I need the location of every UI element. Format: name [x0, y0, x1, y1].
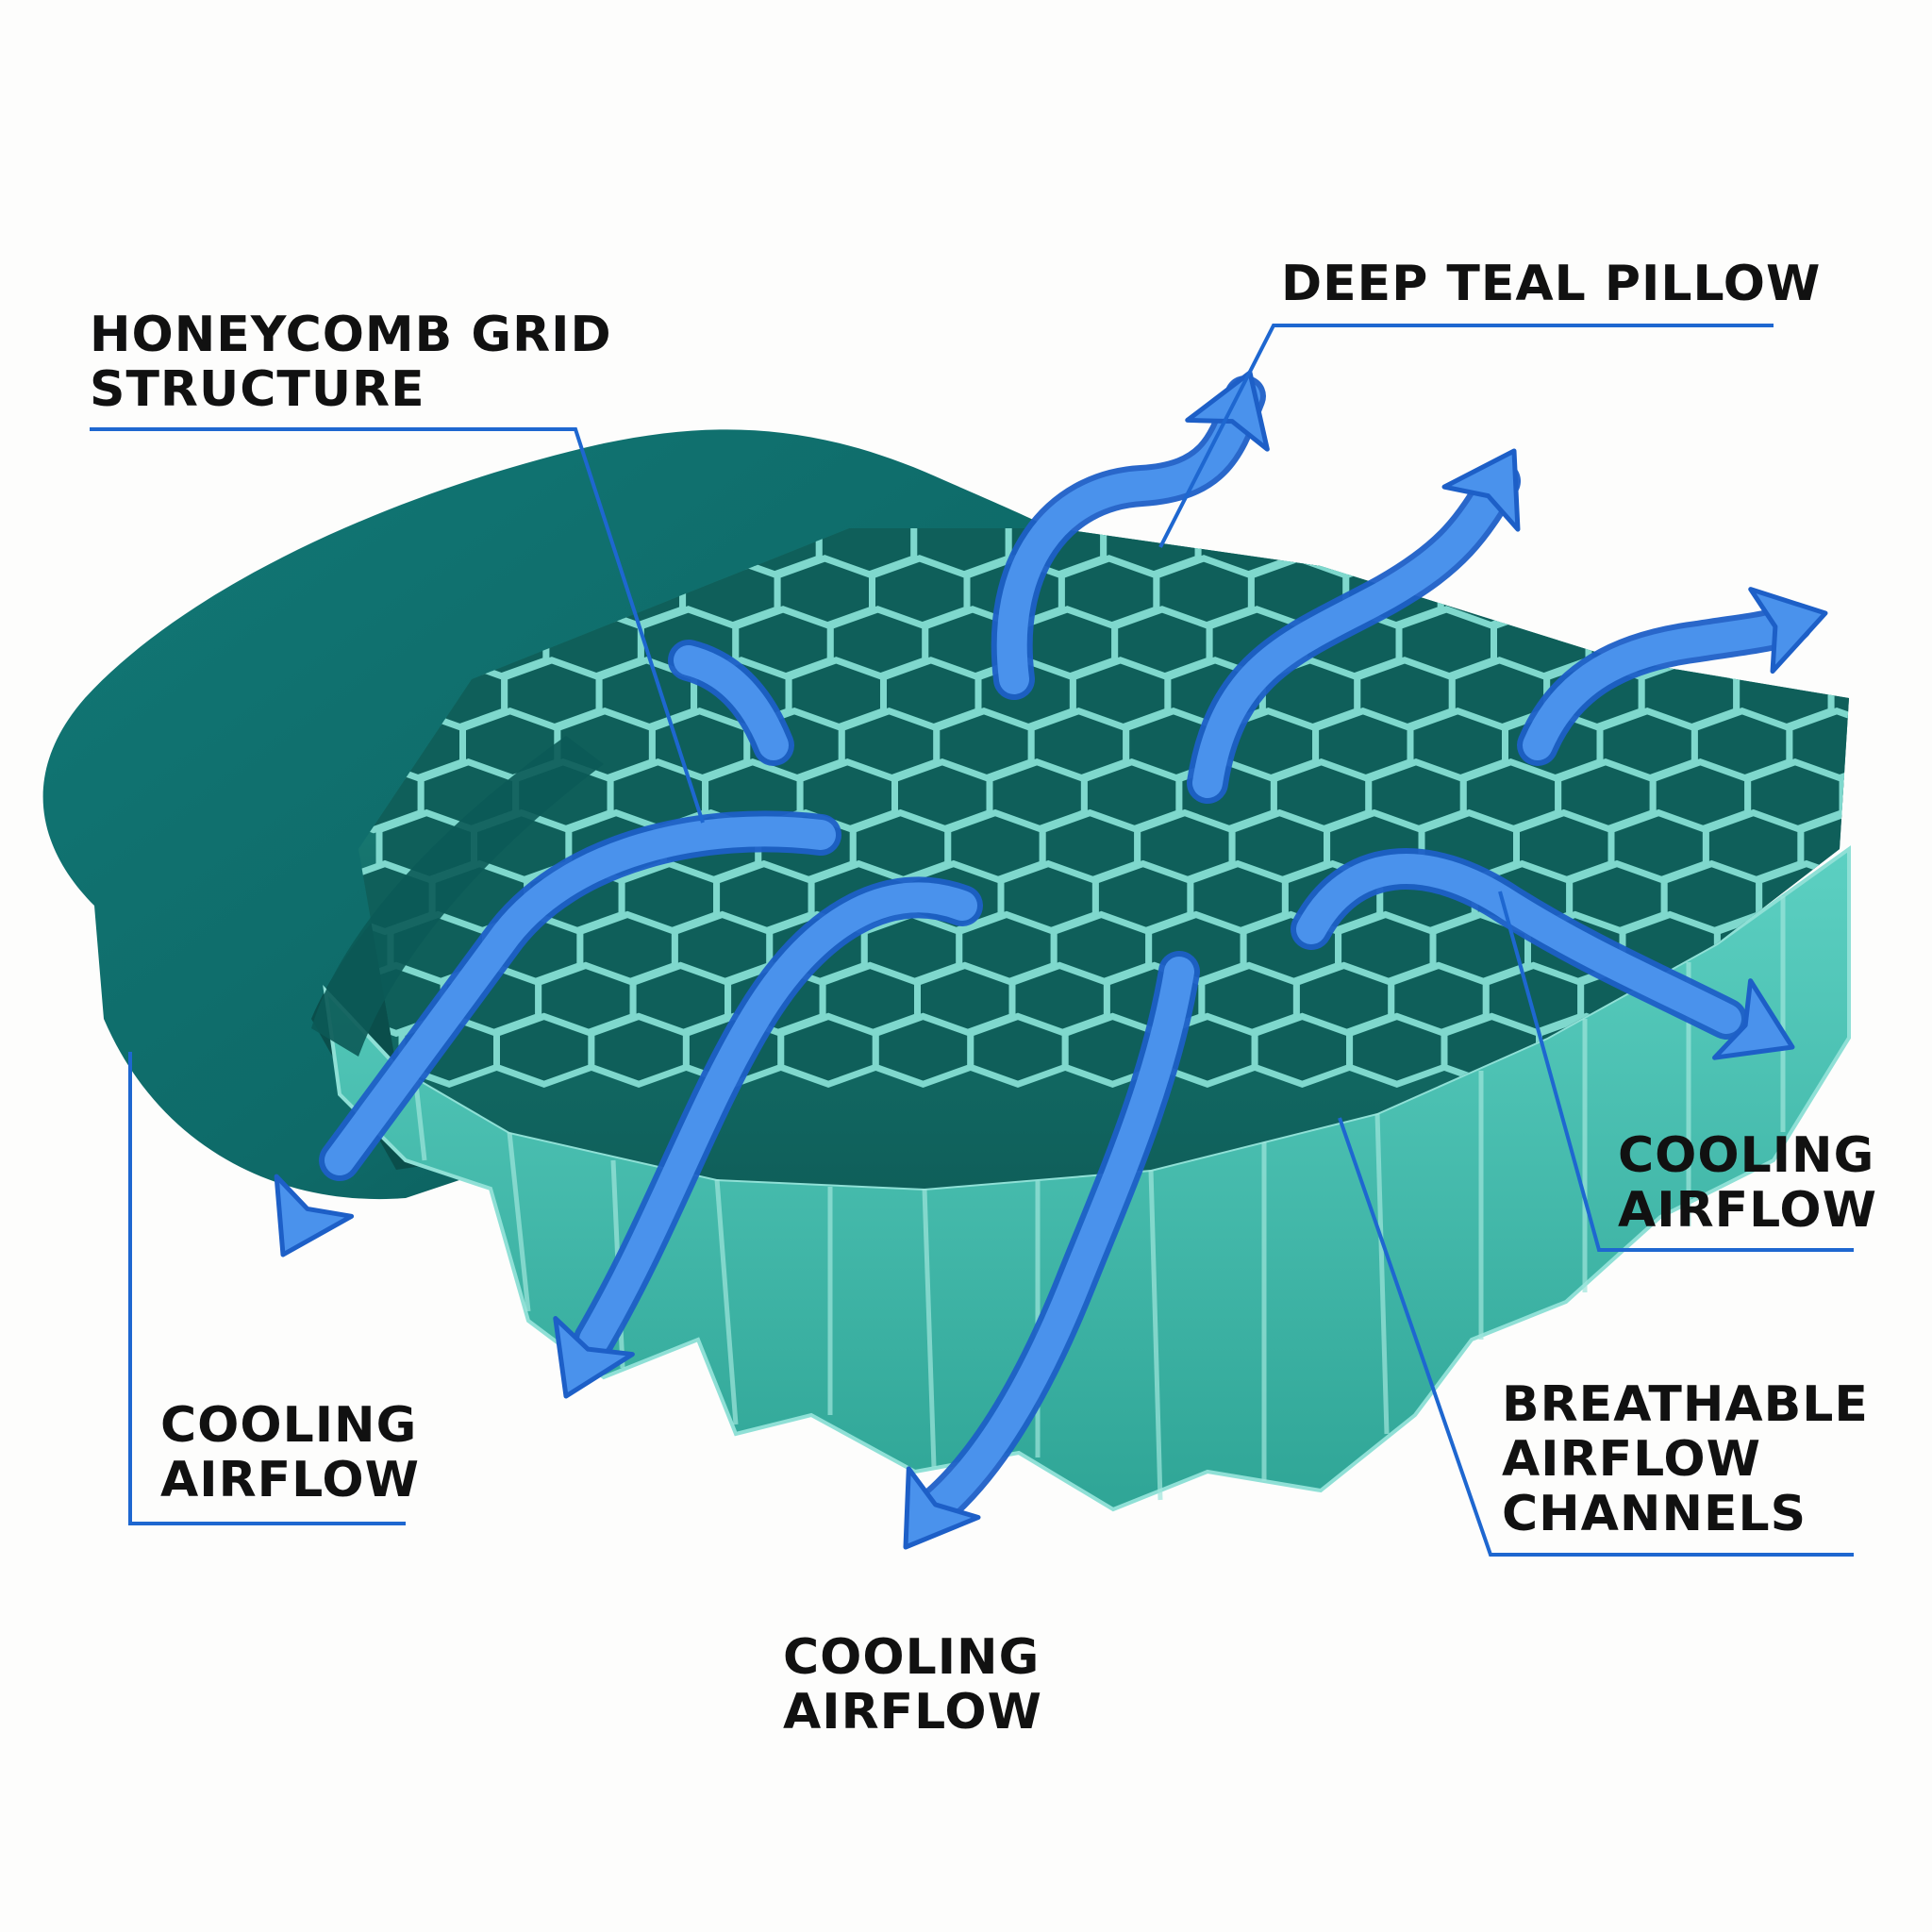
label-cooling-airflow-left: COOLING AIRFLOW: [160, 1397, 420, 1508]
hexagon-cell: [967, 1012, 1069, 1089]
airflow-arrow-center-head-icon: [274, 1174, 355, 1257]
label-honeycomb-grid-structure: HONEYCOMB GRID STRUCTURE: [90, 307, 612, 418]
leader-airflow-right: [1498, 891, 1854, 1252]
hexagon-cell: [1532, 555, 1634, 630]
hexagon-cell: [1240, 457, 1334, 525]
airflow-arrow-up-left: [996, 381, 1260, 694]
hexagon-cell: [1626, 555, 1729, 630]
hexagon-cell: [1714, 457, 1808, 525]
leader-lines: [90, 324, 1854, 1557]
leader-airflow-left: [128, 1052, 406, 1525]
hexagon-cell: [1668, 528, 1771, 579]
hexagon-cell: [1895, 813, 1932, 881]
airflow-arrow-lower-middle-head-icon: [903, 1466, 981, 1550]
label-deep-teal-pillow: DEEP TEAL PILLOW: [1281, 256, 1822, 312]
hexagon-cell: [1524, 457, 1620, 525]
airflow-arrow-right: [1296, 854, 1741, 1034]
hexagon-cell: [872, 1012, 974, 1089]
hexagon-cell: [1884, 711, 1932, 779]
label-cooling-airflow-bottom: COOLING AIRFLOW: [783, 1629, 1042, 1740]
hexagon-cell: [1915, 558, 1932, 626]
airflow-arrow-up-middle: [1192, 466, 1515, 798]
airflow-arrow-lower-left: [579, 882, 977, 1355]
hexagon-cell: [1816, 555, 1849, 630]
airflow-arrows: [274, 370, 1828, 1550]
hexagon-cell: [1854, 864, 1932, 932]
airflow-arrow-up-right-head-icon: [1748, 587, 1828, 675]
airflow-arrow-center: [325, 816, 836, 1175]
hexagon-cell: [1865, 965, 1932, 1033]
hexagon-cell: [588, 1012, 690, 1089]
airflow-arrow-up-right: [1523, 608, 1807, 760]
hexagon-cell: [1926, 660, 1932, 728]
hexagon-cell: [1619, 457, 1714, 525]
hexagon-cell: [493, 1012, 595, 1089]
hexagon-cell: [777, 1012, 879, 1089]
hexagon-cell: [1873, 609, 1932, 677]
leader-honeycomb: [90, 427, 705, 824]
hexagon-cell: [292, 457, 387, 525]
hexagon-cell: [1904, 457, 1932, 525]
airflow-arrow-small: [674, 645, 789, 760]
hexagon-cell: [1918, 1016, 1932, 1084]
leader-channels: [1338, 1117, 1854, 1557]
label-breathable-airflow-channels: BREATHABLE AIRFLOW CHANNELS: [1502, 1376, 1869, 1542]
hexagon-cell: [1907, 915, 1932, 983]
airflow-arrow-right-head-icon: [1712, 978, 1795, 1060]
hexagon-cell: [1251, 1012, 1354, 1089]
pillow-front-lip: [311, 736, 604, 1057]
hexagon-cell: [1763, 528, 1849, 579]
leader-pillow: [1158, 324, 1774, 548]
hexagon-cell: [1574, 528, 1675, 579]
label-cooling-airflow-right: COOLING AIRFLOW: [1618, 1127, 1877, 1239]
airflow-arrow-lower-middle: [919, 957, 1194, 1524]
hexagon-cell: [1346, 1012, 1448, 1089]
airflow-arrow-lower-left-head-icon: [553, 1316, 635, 1399]
airflow-arrow-up-middle-head-icon: [1441, 448, 1521, 532]
hexagon-cell: [1839, 758, 1849, 834]
hexagon-cell: [1808, 457, 1904, 525]
airflow-arrow-up-left-head-icon: [1185, 370, 1270, 452]
hexagon-cell: [1335, 457, 1430, 525]
hexagon-cell: [1861, 508, 1932, 575]
